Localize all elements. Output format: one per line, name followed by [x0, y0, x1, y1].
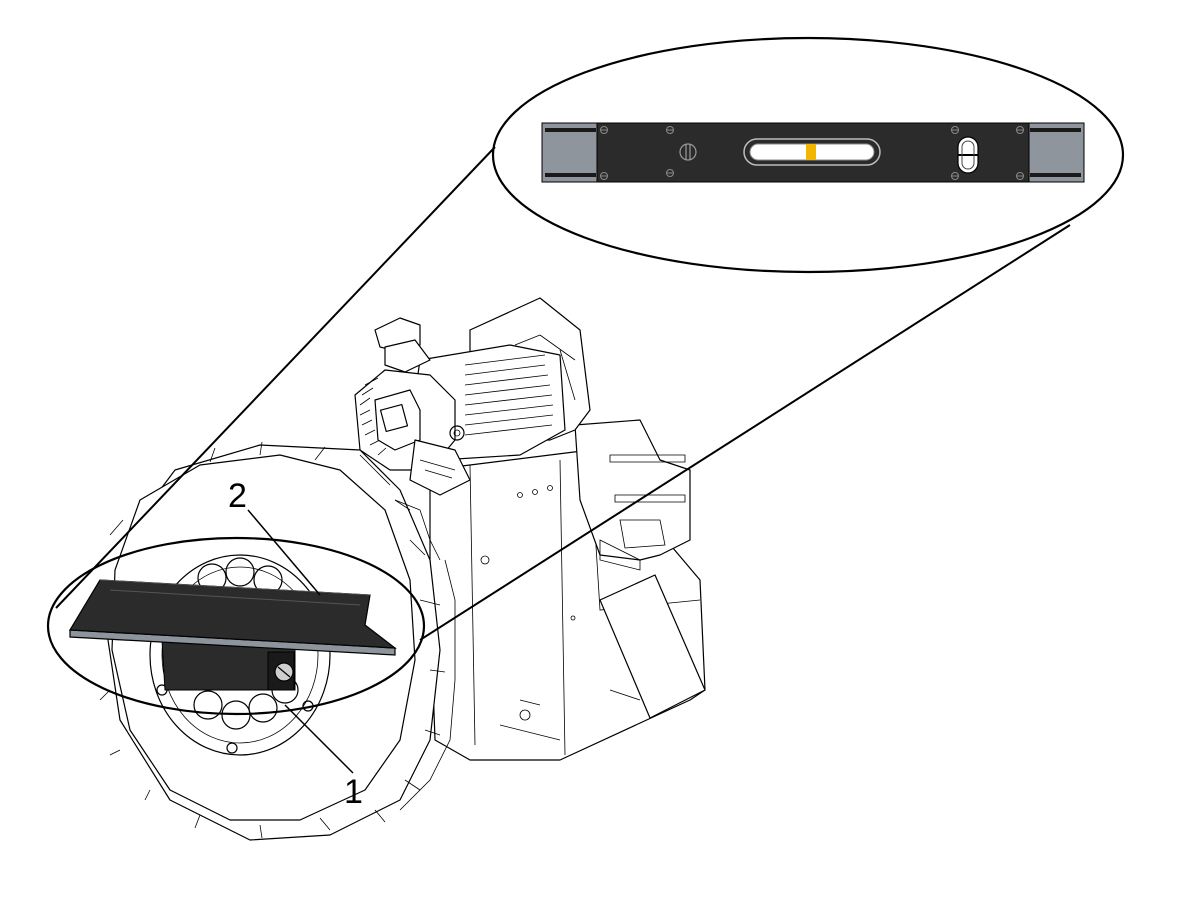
- level-end-cap-left: [541, 122, 600, 183]
- callout-2: 2: [228, 477, 321, 596]
- detail-ellipse-large: [491, 36, 1125, 274]
- turret-body-assembly: [354, 297, 706, 761]
- level-end-cap-right: [1026, 122, 1085, 183]
- bubble-level-vial-icon: [743, 138, 881, 166]
- magnification-callout: [46, 36, 1125, 716]
- magnified-level: [541, 122, 1085, 183]
- level-tool-on-turret: [68, 579, 397, 691]
- detail-ellipse-small: [46, 536, 426, 716]
- level-bubble: [806, 144, 816, 160]
- slotted-screw-icon: [679, 143, 697, 161]
- callout-label-2: 2: [228, 477, 247, 515]
- slotted-screw-icon: [957, 136, 979, 174]
- callout-label-1: 1: [344, 773, 363, 811]
- callout-1: 1: [284, 704, 363, 811]
